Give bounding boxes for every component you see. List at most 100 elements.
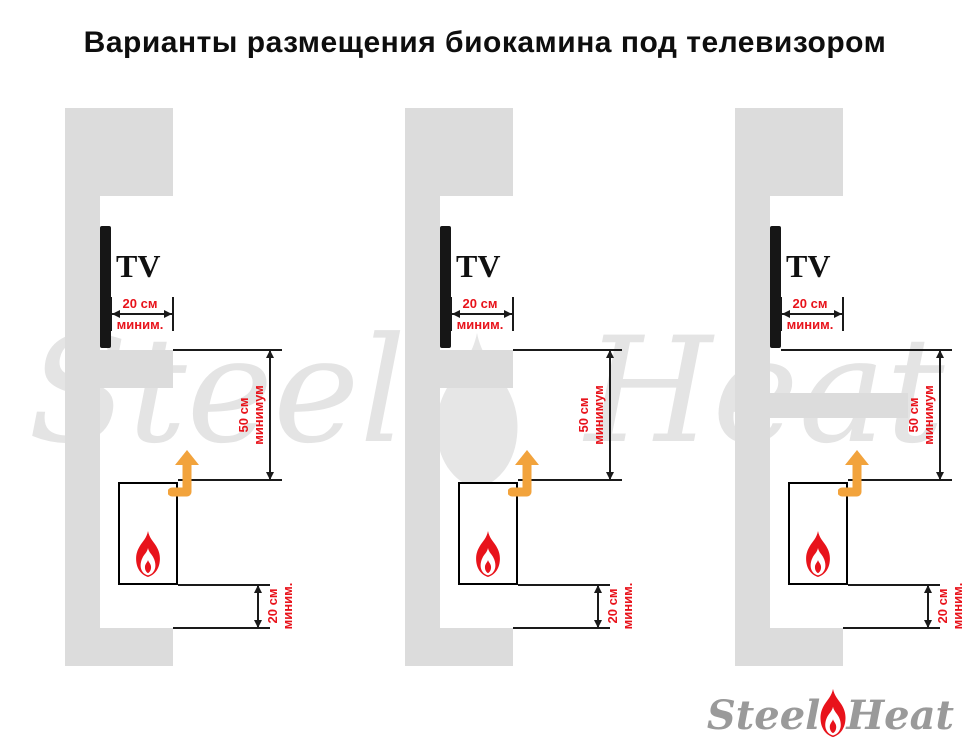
watermark-flame-icon: [436, 332, 518, 490]
wall-base-block: [735, 628, 843, 666]
dim-bottom-line: [257, 585, 259, 628]
wall-top-block: [735, 108, 843, 196]
dim-bottom-arrow-down-icon: [924, 620, 932, 628]
wall-column: [405, 108, 440, 666]
dim-bottom-label: 20 см миним.: [935, 571, 965, 641]
dim-top-value: 20 см: [462, 296, 498, 311]
heat-flow-up-arrow-icon: [838, 450, 869, 497]
dim-bottom-suffix: миним.: [950, 582, 965, 630]
dim-top-arrow-left-icon: [112, 310, 120, 318]
flame-icon: [131, 530, 165, 578]
dim-top-suffix: миним.: [456, 317, 504, 332]
dim-bottom-extension-top: [848, 584, 940, 586]
dim-bottom-arrow-up-icon: [924, 585, 932, 593]
page-title: Варианты размещения биокамина под телеви…: [83, 26, 887, 59]
wall-tv-ledge: [440, 350, 513, 388]
wall-top-block: [405, 108, 513, 196]
dim-mid-extension-bottom: [178, 479, 282, 481]
dim-bottom-value: 20 см: [265, 588, 280, 624]
logo-flame-icon: [815, 688, 851, 738]
dim-mid-label: 50 см минимум: [576, 367, 608, 463]
wall-mantel-shelf: [770, 393, 908, 418]
dim-mid-arrow-up-icon: [266, 350, 274, 358]
dim-top-line: [452, 313, 512, 315]
biofireplace: [788, 482, 848, 585]
dim-bottom-value: 20 см: [605, 588, 620, 624]
dim-mid-label: 50 см минимум: [906, 367, 938, 463]
dim-top-suffix: миним.: [786, 317, 834, 332]
tv-screen-side-view: [770, 226, 781, 348]
dim-top-arrow-left-icon: [452, 310, 460, 318]
dim-mid-arrow-down-icon: [266, 472, 274, 480]
dim-top-value: 20 см: [792, 296, 828, 311]
dim-mid-line: [939, 350, 941, 480]
biofireplace: [118, 482, 178, 585]
dim-top-value: 20 см: [122, 296, 158, 311]
logo-steel-text: Steel: [706, 692, 821, 739]
dim-top-line: [782, 313, 842, 315]
dim-mid-extension-top: [781, 349, 952, 351]
heat-flow-up-arrow-icon: [508, 450, 539, 497]
dim-top-line: [112, 313, 172, 315]
dim-bottom-arrow-down-icon: [254, 620, 262, 628]
tv-screen-side-view: [100, 226, 111, 348]
dim-mid-extension-top: [173, 349, 282, 351]
dim-top-tick-left: [110, 297, 112, 331]
dim-mid-value: 50 см: [576, 397, 591, 433]
wall-column: [735, 108, 770, 666]
dim-bottom-extension-bottom: [513, 627, 610, 629]
dim-bottom-label: 20 см миним.: [265, 571, 295, 641]
dim-bottom-extension-top: [518, 584, 610, 586]
dim-mid-value: 50 см: [906, 397, 921, 433]
dim-mid-suffix: минимум: [591, 385, 606, 445]
placement-variant-3: TV 20 см миним. 50 см минимум 20 см: [700, 100, 970, 730]
dim-mid-suffix: минимум: [251, 385, 266, 445]
dim-bottom-suffix: миним.: [280, 582, 295, 630]
dim-top-arrow-left-icon: [782, 310, 790, 318]
dim-top-tick-left: [780, 297, 782, 331]
dim-top-arrow-right-icon: [834, 310, 842, 318]
wall-column: [65, 108, 100, 666]
dim-mid-arrow-down-icon: [606, 472, 614, 480]
dim-top-arrow-right-icon: [164, 310, 172, 318]
logo-heat-text: Heat: [846, 692, 954, 739]
dim-top-suffix: миним.: [116, 317, 164, 332]
dim-mid-extension-bottom: [518, 479, 622, 481]
tv-screen-side-view: [440, 226, 451, 348]
wall-base-block: [65, 628, 173, 666]
dim-bottom-extension-bottom: [843, 627, 940, 629]
dim-bottom-extension-top: [178, 584, 270, 586]
tv-label: TV: [786, 248, 831, 284]
dim-top-tick-left: [450, 297, 452, 331]
placement-variant-1: TV 20 см миним. 50 см минимум 20 см: [30, 100, 340, 730]
wall-tv-ledge: [100, 350, 173, 388]
heat-flow-up-arrow-icon: [168, 450, 199, 497]
tv-label: TV: [116, 248, 161, 284]
brand-logo: Steel Heat: [707, 691, 954, 741]
dim-bottom-arrow-down-icon: [594, 620, 602, 628]
wall-base-block: [405, 628, 513, 666]
dim-top-arrow-right-icon: [504, 310, 512, 318]
dim-mid-extension-top: [513, 349, 622, 351]
dim-bottom-suffix: миним.: [620, 582, 635, 630]
dim-bottom-label: 20 см миним.: [605, 571, 635, 641]
dim-bottom-extension-bottom: [173, 627, 270, 629]
dim-bottom-line: [927, 585, 929, 628]
dim-mid-extension-bottom: [848, 479, 952, 481]
dim-mid-line: [269, 350, 271, 480]
dim-top-tick-right: [512, 297, 514, 331]
flame-icon: [471, 530, 505, 578]
dim-bottom-arrow-up-icon: [254, 585, 262, 593]
flame-icon: [801, 530, 835, 578]
dim-bottom-line: [597, 585, 599, 628]
dim-mid-arrow-up-icon: [936, 350, 944, 358]
tv-label: TV: [456, 248, 501, 284]
dim-mid-arrow-down-icon: [936, 472, 944, 480]
placement-variant-2: TV 20 см миним. 50 см минимум 20 см: [370, 100, 680, 730]
wall-top-block: [65, 108, 173, 196]
dim-bottom-arrow-up-icon: [594, 585, 602, 593]
biofireplace: [458, 482, 518, 585]
dim-mid-arrow-up-icon: [606, 350, 614, 358]
dim-mid-suffix: минимум: [921, 385, 936, 445]
